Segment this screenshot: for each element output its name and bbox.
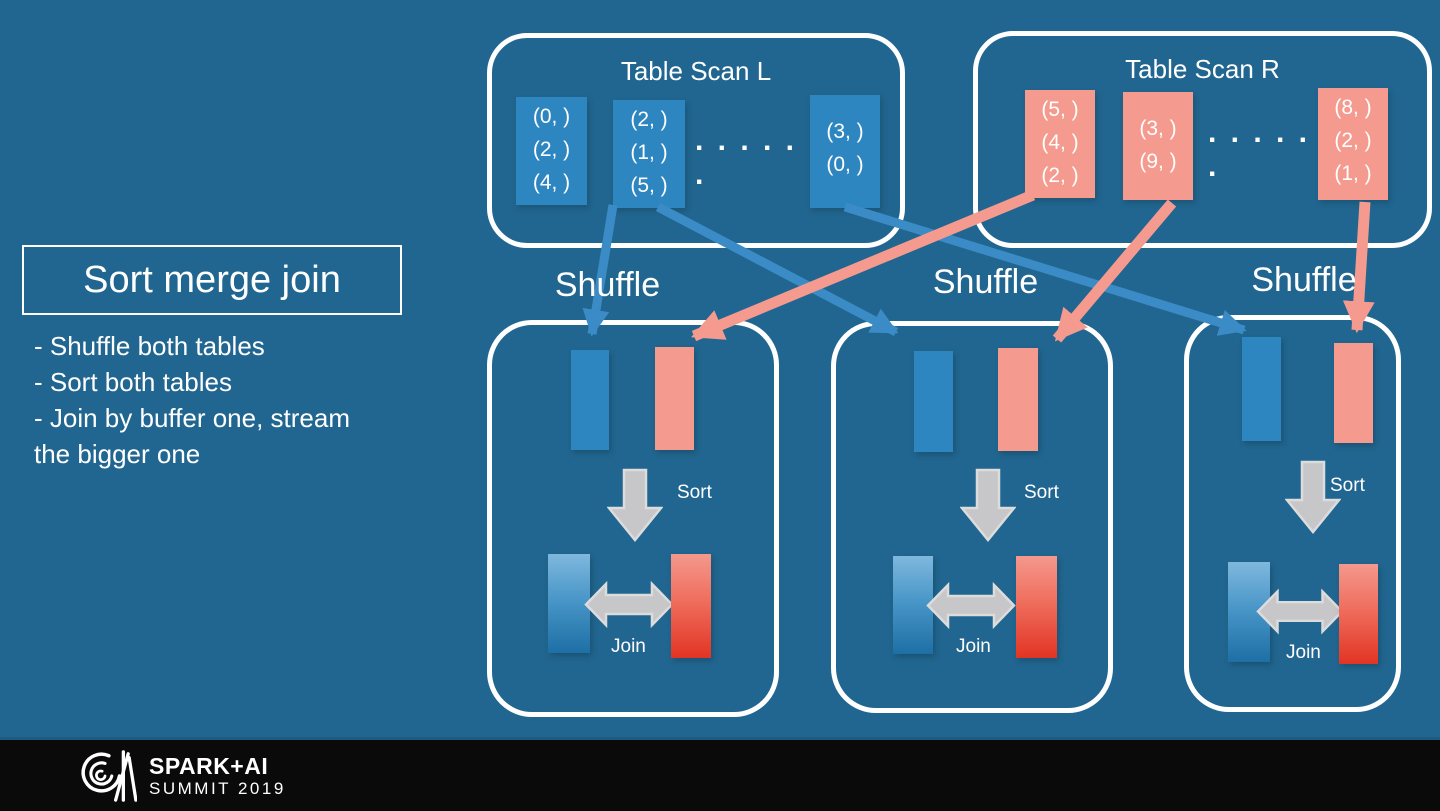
sorted-right-bar xyxy=(1016,556,1057,658)
shuffle-partition-box-2: Sort Join xyxy=(831,321,1113,713)
logo-text: SPARK+AI SUMMIT 2019 xyxy=(149,753,286,798)
sort-label: Sort xyxy=(677,482,712,503)
shuffle-label-3: Shuffle xyxy=(1251,261,1357,299)
footer-divider xyxy=(0,737,1440,740)
partition-block: (5, ) (4, ) (2, ) xyxy=(1025,90,1095,198)
slide-title: Sort merge join xyxy=(83,258,341,301)
bullet-item: - Shuffle both tables xyxy=(34,331,265,361)
sorted-right-bar xyxy=(671,554,711,658)
sorted-right-bar xyxy=(1339,564,1378,664)
unsorted-left-bar xyxy=(571,350,609,450)
join-arrow-icon xyxy=(584,580,674,629)
join-label: Join xyxy=(956,636,991,657)
join-label: Join xyxy=(1286,642,1321,663)
partition-block: (2, ) (1, ) (5, ) xyxy=(613,100,685,208)
bullet-item: - Sort both tables xyxy=(34,367,232,397)
shuffle-label-2: Shuffle xyxy=(932,263,1039,301)
unsorted-right-bar xyxy=(1334,343,1373,443)
shuffle-label-1: Shuffle xyxy=(554,266,661,304)
spark-ai-summit-logo: SPARK+AI SUMMIT 2019 xyxy=(75,749,286,803)
table-scan-r-title: Table Scan R xyxy=(1125,54,1280,84)
sort-label: Sort xyxy=(1330,475,1365,496)
sorted-left-bar xyxy=(548,554,590,653)
sort-arrow-icon xyxy=(960,468,1016,542)
footer-bar: SPARK+AI SUMMIT 2019 xyxy=(0,740,1440,811)
table-scan-r-box: Table Scan R (5, ) (4, ) (2, ) (3, ) (9,… xyxy=(973,31,1432,248)
partition-block: (0, ) (2, ) (4, ) xyxy=(516,97,587,205)
table-scan-l-title: Table Scan L xyxy=(620,56,772,86)
slide-title-box: Sort merge join xyxy=(22,245,402,315)
shuffle-partition-box-3: Sort Join xyxy=(1184,315,1401,712)
unsorted-right-bar xyxy=(655,347,694,450)
spark-ai-logo-mark-icon xyxy=(81,749,137,802)
join-label: Join xyxy=(611,636,646,657)
partition-block: (3, ) (9, ) xyxy=(1123,92,1193,200)
join-arrow-icon xyxy=(1256,588,1344,635)
table-scan-l-box: Table Scan L (0, ) (2, ) (4, ) (2, ) (1,… xyxy=(487,33,905,248)
bullet-list: - Shuffle both tables - Sort both tables… xyxy=(34,328,374,472)
logo-brand-line1: SPARK+AI xyxy=(149,753,269,779)
unsorted-left-bar xyxy=(914,351,953,452)
sort-arrow-icon xyxy=(607,468,663,542)
join-arrow-icon xyxy=(926,581,1016,630)
unsorted-right-bar xyxy=(998,348,1038,451)
sorted-left-bar xyxy=(893,556,933,654)
ellipsis-dots: . . . . . . xyxy=(695,124,798,191)
sort-label: Sort xyxy=(1024,482,1059,503)
partition-block: (3, ) (0, ) xyxy=(810,95,880,208)
sort-arrow-icon xyxy=(1285,460,1341,534)
partition-block: (8, ) (2, ) (1, ) xyxy=(1318,88,1388,200)
logo-brand-line2: SUMMIT 2019 xyxy=(149,779,286,798)
shuffle-partition-box-1: Sort Join xyxy=(487,320,779,717)
bullet-item: - Join by buffer one, stream the bigger … xyxy=(34,403,351,469)
unsorted-left-bar xyxy=(1242,337,1281,441)
ellipsis-dots: . . . . . . xyxy=(1208,116,1311,183)
